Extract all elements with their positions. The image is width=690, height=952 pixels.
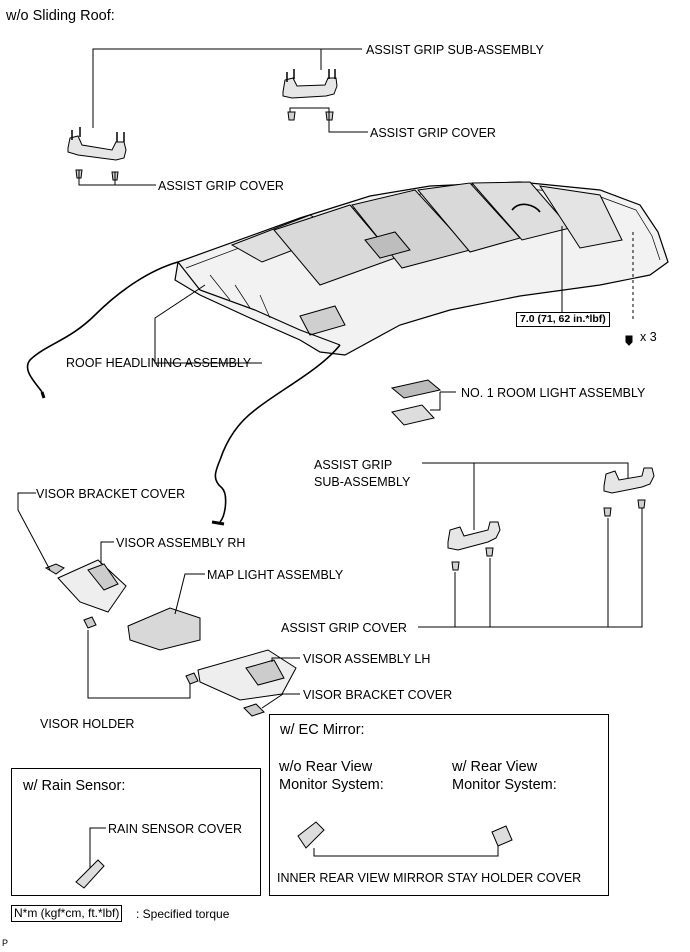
room-light-drawing bbox=[390, 379, 442, 426]
ec-mirror-col2-line2: Monitor System: bbox=[452, 777, 557, 793]
ec-mirror-box: w/ EC Mirror: w/o Rear View Monitor Syst… bbox=[269, 714, 609, 896]
assist-grip-cover-lower-label: ASSIST GRIP COVER bbox=[281, 621, 407, 635]
ec-mirror-box-title: w/ EC Mirror: bbox=[280, 722, 365, 738]
assist-grip-sub-assembly-top-label: ASSIST GRIP SUB-ASSEMBLY bbox=[366, 43, 544, 57]
visor-holder-label: VISOR HOLDER bbox=[40, 717, 135, 731]
assist-grip-cover-upper-right-label: ASSIST GRIP COVER bbox=[370, 126, 496, 140]
visor-assembly-rh-label: VISOR ASSEMBLY RH bbox=[116, 536, 246, 550]
assist-grip-cover-upper-left-label: ASSIST GRIP COVER bbox=[158, 179, 284, 193]
rain-sensor-cover-label: RAIN SENSOR COVER bbox=[108, 822, 243, 836]
figure-code: P bbox=[2, 938, 9, 948]
rain-sensor-box: w/ Rain Sensor: RAIN SENSOR COVER bbox=[11, 768, 261, 896]
mirror-holder-covers-drawing bbox=[297, 821, 513, 849]
ec-mirror-col1-line1: w/o Rear View bbox=[279, 759, 373, 775]
torque-unit-key: N*m (kgf*cm, ft.*lbf) bbox=[11, 905, 123, 922]
visor-bracket-cover-left-label: VISOR BRACKET COVER bbox=[36, 487, 186, 501]
ec-mirror-col2-line1: w/ Rear View bbox=[452, 759, 538, 775]
ec-mirror-col1-line2: Monitor System: bbox=[279, 777, 384, 793]
assist-grip-top-right-drawing bbox=[282, 69, 338, 121]
assist-grip-lower-drawing bbox=[447, 467, 655, 571]
rain-sensor-box-title: w/ Rain Sensor: bbox=[23, 778, 126, 794]
roof-headlining-assembly-label: ROOF HEADLINING ASSEMBLY bbox=[66, 356, 252, 370]
leader-lines bbox=[17, 48, 643, 868]
clip-icon bbox=[625, 335, 633, 346]
torque-spec: 7.0 (71, 62 in.*lbf) bbox=[516, 312, 610, 327]
page-title: w/o Sliding Roof: bbox=[6, 8, 115, 24]
rain-sensor-cover-drawing bbox=[75, 859, 105, 889]
assist-grip-top-left-drawing bbox=[67, 127, 127, 181]
torque-legend-meaning: : Specified torque bbox=[136, 907, 230, 921]
visor-bracket-cover-right-label: VISOR BRACKET COVER bbox=[303, 688, 453, 702]
assist-grip-sub-assembly-lower-label-line1: ASSIST GRIP bbox=[314, 458, 393, 472]
assist-grip-sub-assembly-lower-label-line2: SUB-ASSEMBLY bbox=[314, 475, 411, 489]
no1-room-light-assembly-label: NO. 1 ROOM LIGHT ASSEMBLY bbox=[461, 386, 646, 400]
roof-headlining-drawing bbox=[26, 181, 669, 526]
visors-drawing bbox=[44, 559, 297, 717]
visor-assembly-lh-label: VISOR ASSEMBLY LH bbox=[303, 652, 431, 666]
map-light-assembly-label: MAP LIGHT ASSEMBLY bbox=[207, 568, 344, 582]
inner-rear-view-mirror-stay-holder-cover-label: INNER REAR VIEW MIRROR STAY HOLDER COVER bbox=[277, 871, 582, 885]
clip-quantity: x 3 bbox=[640, 330, 657, 344]
